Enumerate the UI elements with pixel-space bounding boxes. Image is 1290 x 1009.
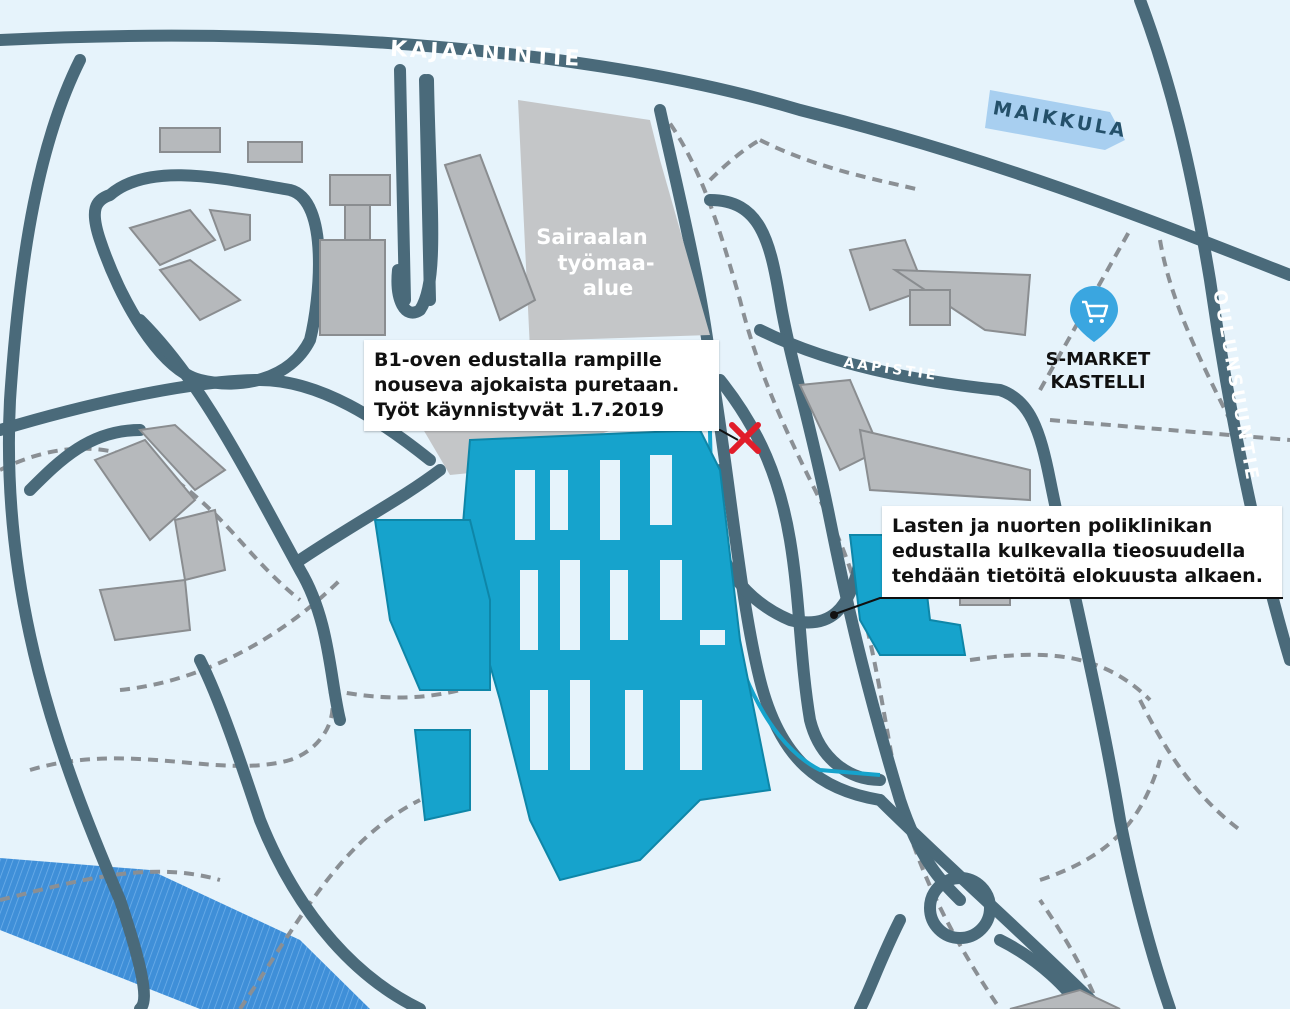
aapistie-label: AAPISTIE	[843, 355, 940, 384]
shopping-cart-pin-icon	[1070, 286, 1118, 342]
roundabout	[924, 872, 996, 944]
clinic-callout-dot	[830, 611, 838, 619]
ramp-callout-line-1: B1-oven edustalla rampille	[374, 349, 662, 371]
construction-label-3: alue	[583, 276, 634, 300]
clinic-callout-leader	[834, 597, 1283, 615]
smarket-label-2: KASTELLI	[1050, 372, 1145, 393]
smarket-label-1: S-MARKET	[1046, 349, 1151, 370]
red-x-icon	[729, 422, 761, 454]
ramp-callout-line-3: Työt käynnistyvät 1.7.2019	[374, 399, 665, 421]
ramp-callout-line-2: nouseva ajokaista puretaan.	[374, 374, 680, 396]
gray-buildings	[93, 127, 1121, 1009]
clinic-callout-line-3: tehdään tietöitä elokuusta alkaen.	[892, 565, 1263, 587]
clinic-callout-line-2: edustalla kulkevalla tieosuudella	[892, 540, 1246, 562]
river	[0, 858, 370, 1009]
ramp-callout: B1-oven edustalla rampille nouseva ajoka…	[364, 340, 719, 431]
maikkula-sign: MAIKKULA	[985, 90, 1129, 150]
kajaanintie-road	[0, 29, 1290, 281]
hospital-courtyards	[515, 455, 725, 770]
construction-site	[518, 100, 710, 350]
construction-label-2: työmaa-	[557, 251, 654, 275]
clinic-callout: Lasten ja nuorten poliklinikan edustalla…	[882, 506, 1282, 597]
clinic-callout-line-1: Lasten ja nuorten poliklinikan	[892, 515, 1213, 537]
construction-label-1: Sairaalan	[536, 225, 648, 249]
kajaanintie-label: KAJAANINTIE	[389, 37, 583, 72]
